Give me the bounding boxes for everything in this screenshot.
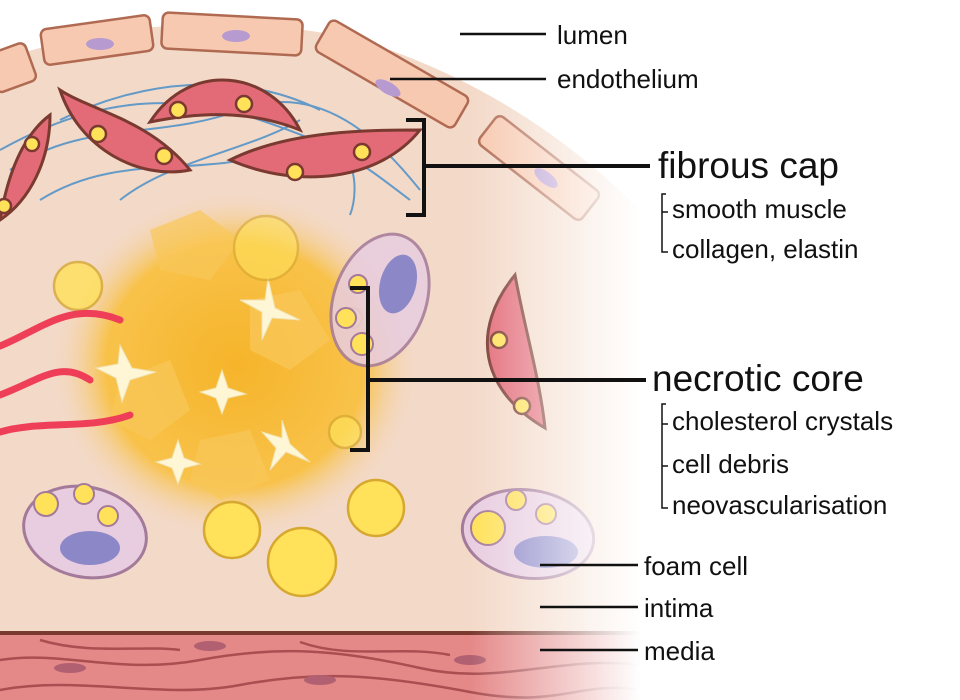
label-lumen: lumen (557, 20, 628, 50)
label-intima: intima (644, 593, 714, 623)
label-cholesterol-crystals: cholesterol crystals (672, 406, 894, 436)
label-cell-debris: cell debris (672, 449, 790, 479)
neovessels (0, 309, 134, 436)
label-smooth-muscle: smooth muscle (672, 194, 847, 224)
fade-overlay (470, 0, 640, 700)
label-media: media (644, 636, 715, 666)
label-foam-cell: foam cell (644, 551, 749, 581)
lipid-droplets (52, 214, 406, 598)
leader-lines (390, 32, 638, 652)
necrotic-core-bracket (350, 286, 646, 452)
label-fibrous-cap: fibrous cap (658, 145, 839, 186)
sub-label-ticks (661, 193, 668, 509)
label-endothelium: endothelium (557, 64, 699, 94)
fibrous-cap-bracket (406, 118, 650, 217)
label-neovascularisation: neovascularisation (672, 490, 888, 520)
cholesterol-crystals (94, 277, 311, 486)
label-necrotic-core: necrotic core (652, 358, 864, 399)
necrotic-core (50, 190, 420, 540)
label-collagen-elastin: collagen, elastin (672, 234, 859, 264)
